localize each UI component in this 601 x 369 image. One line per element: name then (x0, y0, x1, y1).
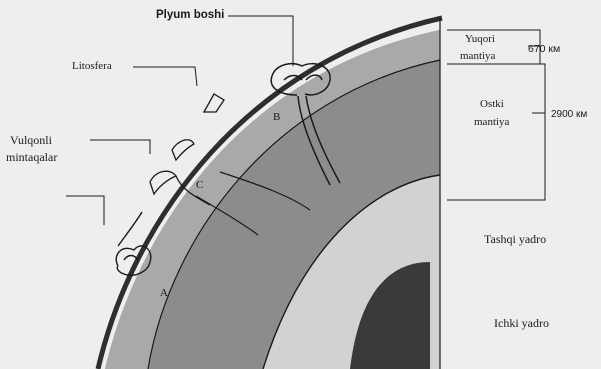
label-upper-mantle-2: mantiya (460, 49, 495, 63)
label-inner-core: Ichki yadro (494, 316, 549, 330)
marker-b: B (273, 110, 280, 124)
label-upper-mantle-1: Yuqori (465, 32, 495, 46)
label-lithosphere: Litosfera (72, 59, 112, 73)
label-lower-mantle-2: mantiya (474, 115, 509, 129)
label-volcanic-zones-1: Vulqonli (10, 133, 52, 147)
marker-a: A (160, 286, 168, 300)
label-upper-mantle-depth: 670 км (528, 42, 560, 56)
label-plume-head: Plyum boshi (156, 8, 224, 22)
label-lower-mantle-1: Ostki (480, 97, 504, 111)
marker-c: C (196, 178, 203, 192)
label-volcanic-zones-2: mintaqalar (6, 150, 57, 164)
label-lower-mantle-depth: 2900 км (551, 108, 587, 122)
label-outer-core: Tashqi yadro (484, 232, 546, 246)
